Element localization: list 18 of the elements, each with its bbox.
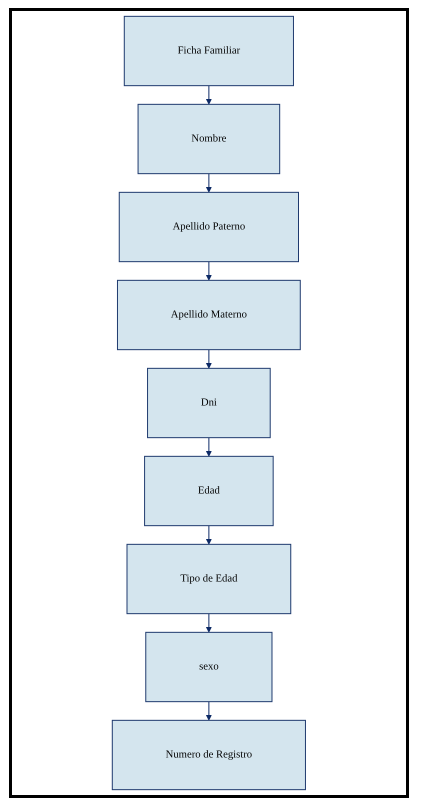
node-box	[126, 544, 292, 614]
arrow	[206, 613, 212, 633]
node-box	[138, 104, 280, 174]
arrow	[206, 349, 212, 369]
node-box	[118, 192, 300, 262]
node-box	[117, 280, 301, 350]
diagram-frame: Ficha Familiar Nombre Apellido Paterno Apellido Materno Dni Edad Tipo de Edad sexo Numero de Registro	[9, 8, 409, 798]
node-box	[147, 368, 271, 438]
arrow	[206, 85, 212, 105]
node-box	[112, 720, 306, 790]
node-box	[145, 632, 273, 702]
arrow	[206, 525, 212, 545]
node-box	[144, 456, 274, 526]
arrow	[206, 437, 212, 457]
arrow	[206, 173, 212, 193]
arrow	[206, 261, 212, 281]
node-box	[124, 16, 294, 86]
arrow	[206, 701, 212, 721]
